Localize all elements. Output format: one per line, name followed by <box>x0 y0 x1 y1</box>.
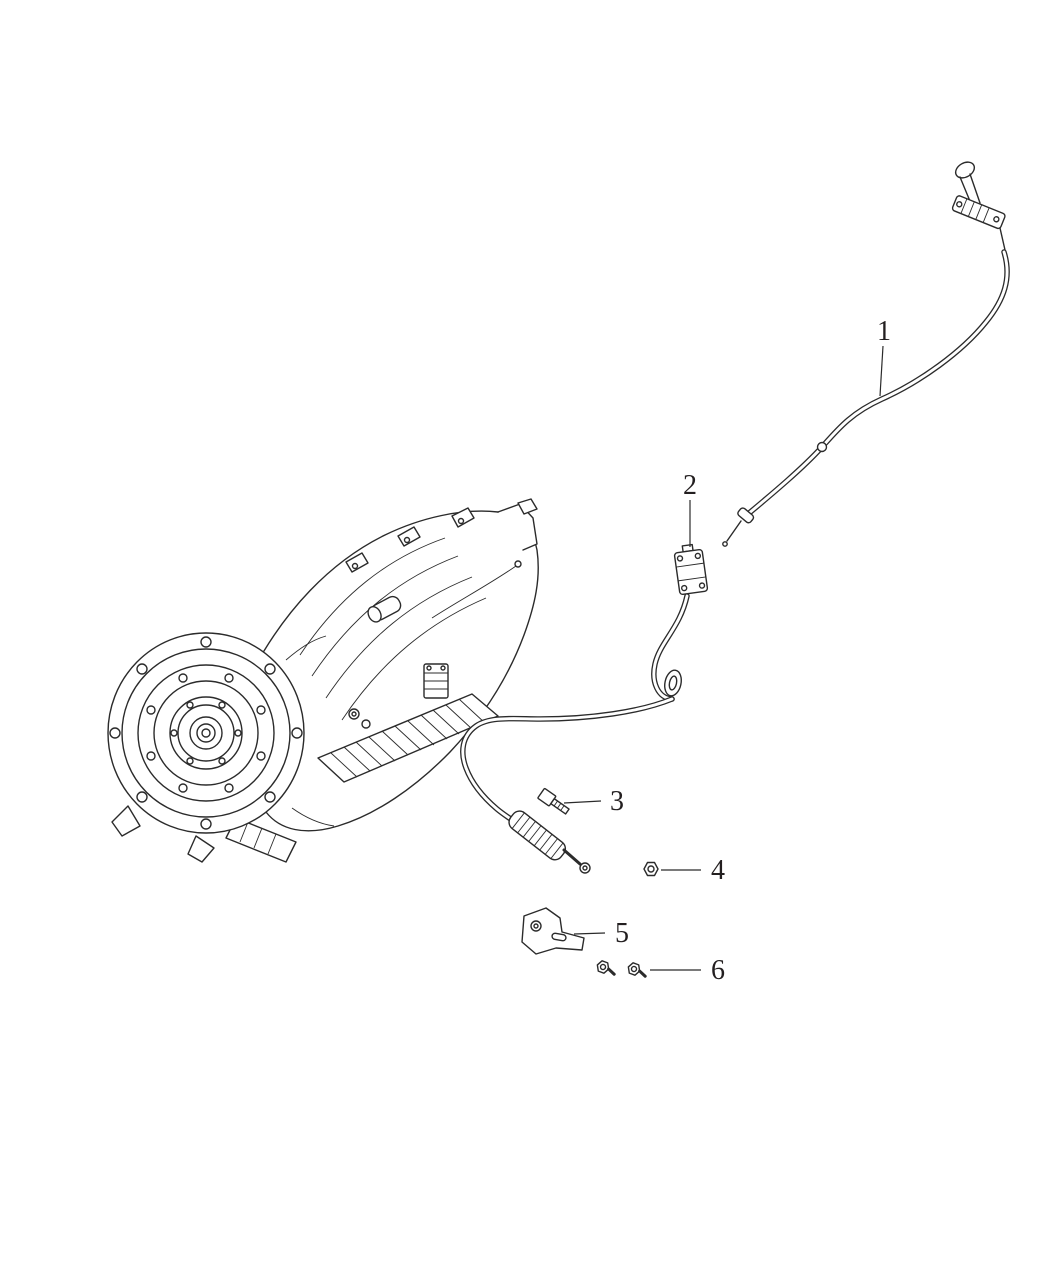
callout-1-label: 1 <box>877 316 891 347</box>
callout-2-label: 2 <box>683 470 697 501</box>
callout-5-leader <box>573 932 606 935</box>
callout-3-leader <box>563 800 602 804</box>
callout-6-label: 6 <box>711 955 725 986</box>
callout-1-leader <box>879 345 884 397</box>
callout-3-label: 3 <box>610 786 624 817</box>
callout-5-label: 5 <box>615 918 629 949</box>
callout-4-label: 4 <box>711 855 725 886</box>
bracket-illustration <box>521 907 585 955</box>
cable-adjuster-illustration <box>673 543 709 596</box>
transmission-illustration <box>107 498 539 863</box>
screws-illustration <box>596 960 647 978</box>
gearshift-lever-illustration <box>951 161 1006 251</box>
shift-cable-illustration <box>460 249 1010 874</box>
nut-illustration <box>643 861 659 877</box>
bolt-illustration <box>537 787 570 815</box>
